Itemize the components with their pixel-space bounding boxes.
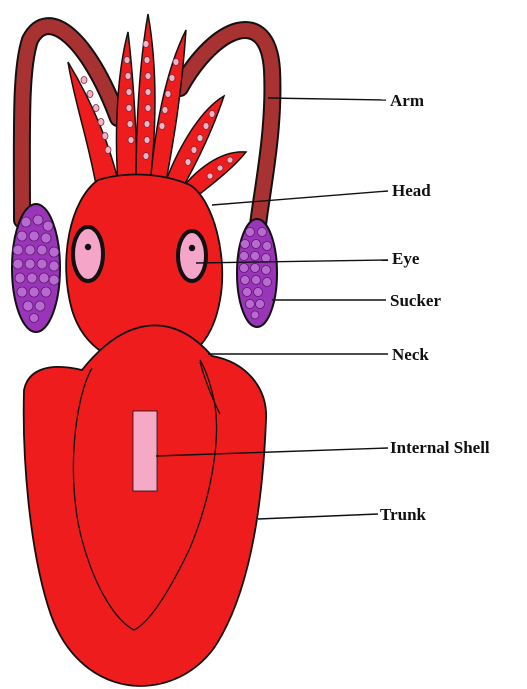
trunk: [24, 325, 266, 686]
labels: Arm Head Eye Sucker Neck Internal Shell …: [380, 91, 490, 524]
label-head: Head: [392, 181, 431, 200]
right-eye: [178, 231, 206, 281]
left-eye: [73, 227, 103, 281]
label-sucker: Sucker: [390, 291, 441, 310]
label-internal-shell: Internal Shell: [390, 438, 490, 457]
right-club: [237, 219, 277, 327]
internal-shell: [133, 411, 157, 491]
label-neck: Neck: [392, 345, 429, 364]
arm-leader: [268, 98, 386, 100]
label-trunk: Trunk: [380, 505, 427, 524]
label-eye: Eye: [392, 249, 420, 268]
trunk-leader: [258, 514, 378, 519]
head-leader: [212, 191, 388, 205]
eye-leader: [196, 260, 388, 263]
label-arm: Arm: [390, 91, 424, 110]
